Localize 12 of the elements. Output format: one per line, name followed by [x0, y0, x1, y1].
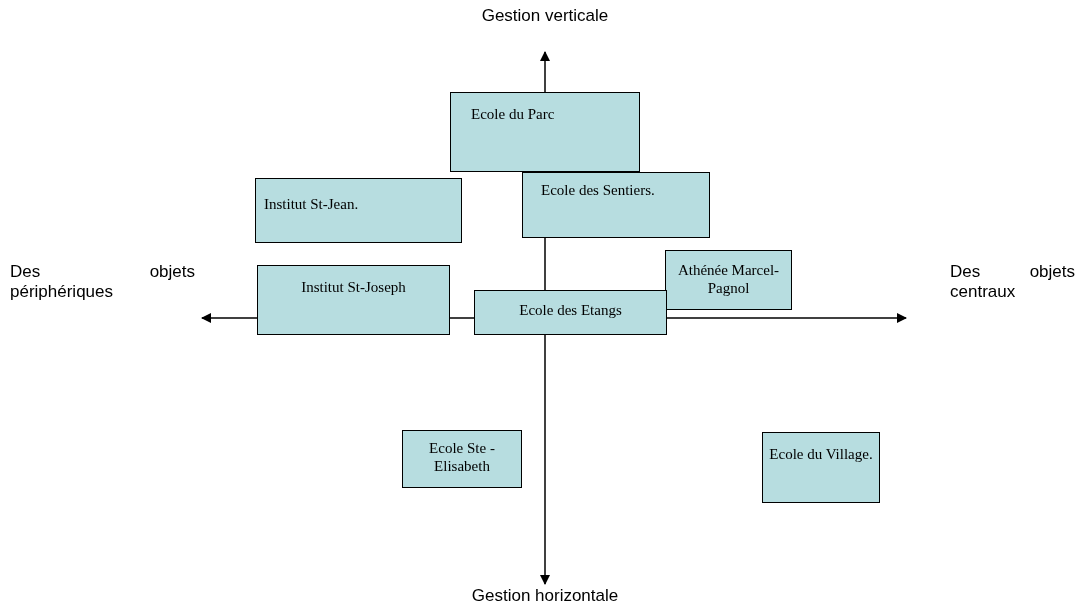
school-box: Ecole du Village. — [762, 432, 880, 503]
school-box: Institut St-Jean. — [255, 178, 462, 243]
school-box: Ecole des Sentiers. — [522, 172, 710, 238]
school-box: Ecole du Parc — [450, 92, 640, 172]
school-box: Ecole Ste -Elisabeth — [402, 430, 522, 488]
school-box: Athénée Marcel-Pagnol — [665, 250, 792, 310]
school-box: Ecole des Etangs — [474, 290, 667, 335]
axis-label: Gestion horizontale — [470, 586, 620, 606]
axis-label: Gestion verticale — [480, 6, 610, 26]
school-box: Institut St-Joseph — [257, 265, 450, 335]
axis-label: Des objets périphériques — [10, 262, 195, 302]
axis-label: Des objets centraux — [950, 262, 1075, 302]
